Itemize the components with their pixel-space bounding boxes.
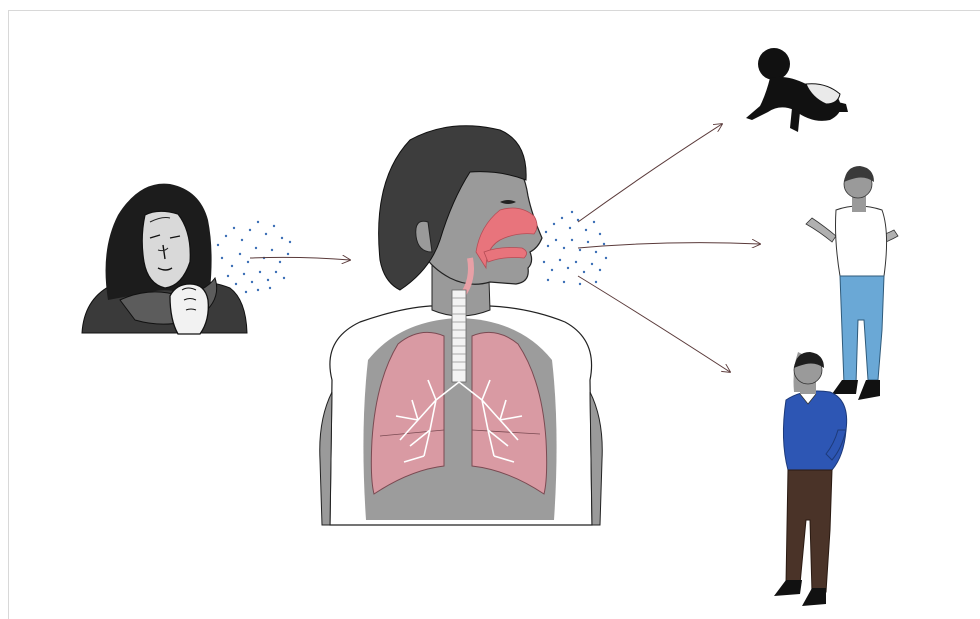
transmission-arrow-1	[250, 257, 350, 260]
transmission-arrow-4	[578, 276, 730, 372]
respiratory-system-icon	[320, 126, 603, 525]
transmission-arrow-3	[578, 243, 760, 248]
transmission-arrow-2	[578, 124, 722, 222]
crawling-baby-icon	[746, 48, 848, 132]
droplet-cloud-2	[543, 211, 607, 285]
